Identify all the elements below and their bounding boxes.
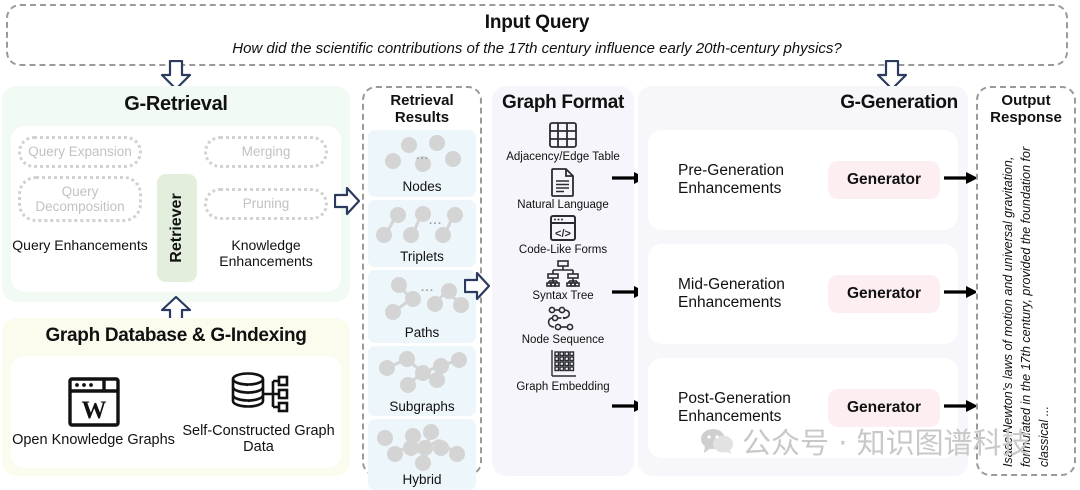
graph-database-inner: W Open Knowledge Graphs xyxy=(11,356,341,468)
mid-generation-label: Mid-Generation Enhancements xyxy=(678,275,785,311)
generator-badge-pre[interactable]: Generator xyxy=(828,161,940,199)
graph-database-title: Graph Database & G-Indexing xyxy=(45,325,307,346)
retrieval-result-label: Nodes xyxy=(402,179,442,194)
g-retrieval-panel: G-Retrieval Query Expansion Query Decomp… xyxy=(2,86,350,302)
triplets-graphic: ... xyxy=(376,205,463,243)
format-node-sequence[interactable]: Node Sequence xyxy=(522,305,604,347)
svg-text:</>: </> xyxy=(555,228,571,240)
wikipedia-window-icon: W xyxy=(67,377,120,427)
arrow-down-to-generation-icon xyxy=(876,60,908,90)
self-constructed-graph-data-item[interactable]: Self-Constructed Graph Data xyxy=(176,356,341,468)
format-label: Adjacency/Edge Table xyxy=(506,151,620,163)
format-syntax-tree[interactable]: Syntax Tree xyxy=(532,259,594,303)
retrieval-results-list: ... Nodes xyxy=(368,130,476,490)
format-code-like-forms[interactable]: </> Code-Like Forms xyxy=(519,213,607,257)
open-knowledge-graphs-label: Open Knowledge Graphs xyxy=(12,431,175,448)
arrow-right-to-format-icon xyxy=(464,271,490,301)
knowledge-enhancements-caption: Knowledge Enhancements xyxy=(219,237,313,269)
mid-generation-row[interactable]: Mid-Generation Enhancements Generator xyxy=(648,244,958,344)
pill-query-decomposition[interactable]: Query Decomposition xyxy=(18,176,142,222)
retrieval-result-subgraphs[interactable]: Subgraphs xyxy=(368,345,476,417)
post-generation-row[interactable]: Post-Generation Enhancements Generator xyxy=(648,358,958,458)
retrieval-results-title: Retrieval Results xyxy=(390,92,454,126)
graph-format-panel: Graph Format Adjacency/Edge Table xyxy=(492,86,634,476)
graph-format-title: Graph Format xyxy=(501,92,625,113)
retrieval-result-paths[interactable]: ... Paths xyxy=(368,269,476,343)
g-generation-panel: G-Generation Pre-Generation Enhancements… xyxy=(638,86,968,476)
retriever-box[interactable]: Retriever xyxy=(157,174,197,282)
format-adjacency-edge-table[interactable]: Adjacency/Edge Table xyxy=(506,120,620,164)
input-query-text: How did the scientific contributions of … xyxy=(232,39,842,57)
code-window-icon: </> xyxy=(549,215,576,242)
arrow-down-to-retrieval-icon xyxy=(160,60,192,90)
graph-database-panel: Graph Database & G-Indexing W Open Knowl… xyxy=(2,318,350,476)
format-label: Syntax Tree xyxy=(532,289,594,302)
self-constructed-graph-data-label: Self-Constructed Graph Data xyxy=(182,422,335,455)
output-response-panel: Output Response Isaac Newton’s laws of m… xyxy=(976,86,1076,476)
input-query-title: Input Query xyxy=(484,11,590,33)
arrow-right-to-output-3-icon xyxy=(944,400,978,412)
hybrid-graphic xyxy=(377,424,465,472)
query-enhancements-caption: Query Enhancements xyxy=(12,237,148,253)
retrieval-result-triplets[interactable]: ... Triplets xyxy=(368,199,476,267)
query-enhancements-group: Query Expansion Query Decomposition xyxy=(17,136,143,222)
arrow-right-to-results-icon xyxy=(334,186,360,216)
generator-badge-mid[interactable]: Generator xyxy=(828,275,940,313)
subgraphs-graphic xyxy=(379,350,467,393)
table-icon xyxy=(549,122,577,148)
g-retrieval-inner: Query Expansion Query Decomposition Merg… xyxy=(11,126,341,292)
database-tree-icon xyxy=(231,371,288,413)
retrieval-result-label: Paths xyxy=(404,324,440,340)
arrow-right-to-output-2-icon xyxy=(944,286,978,298)
pill-merging[interactable]: Merging xyxy=(204,136,328,168)
format-label: Node Sequence xyxy=(521,333,605,346)
input-query-box: Input Query How did the scientific contr… xyxy=(6,4,1068,66)
format-graph-embedding[interactable]: Graph Embedding xyxy=(516,348,610,394)
format-natural-language[interactable]: Natural Language xyxy=(517,166,609,212)
retrieval-result-hybrid[interactable]: Hybrid xyxy=(368,419,476,490)
retrieval-result-nodes[interactable]: ... Nodes xyxy=(368,130,476,197)
format-label: Code-Like Forms xyxy=(518,244,608,257)
arrow-right-to-output-1-icon xyxy=(944,172,978,184)
node-sequence-icon xyxy=(547,306,574,330)
svg-text:W: W xyxy=(81,397,106,424)
pre-generation-row[interactable]: Pre-Generation Enhancements Generator xyxy=(648,130,958,230)
retriever-label: Retriever xyxy=(168,193,185,263)
retrieval-result-label: Triplets xyxy=(400,248,444,264)
nodes-graphic: ... xyxy=(385,135,461,172)
retrieval-result-label: Subgraphs xyxy=(389,398,455,414)
graph-format-list: Adjacency/Edge Table Natural Language xyxy=(492,120,634,394)
format-label: Graph Embedding xyxy=(516,381,610,394)
pill-pruning[interactable]: Pruning xyxy=(204,188,328,220)
paths-graphic: ... xyxy=(385,276,469,320)
g-retrieval-title: G-Retrieval xyxy=(124,93,228,115)
pill-query-expansion[interactable]: Query Expansion xyxy=(18,136,142,168)
output-response-text: Isaac Newton’s laws of motion and univer… xyxy=(1000,146,1052,467)
knowledge-enhancements-group: Merging Pruning xyxy=(203,136,329,220)
post-generation-label: Post-Generation Enhancements xyxy=(678,389,791,425)
generator-badge-post[interactable]: Generator xyxy=(828,389,940,427)
format-label: Natural Language xyxy=(517,198,609,211)
output-response-text-wrap: Isaac Newton’s laws of motion and univer… xyxy=(978,134,1074,470)
matrix-grid-icon xyxy=(551,350,576,377)
g-generation-title: G-Generation xyxy=(840,92,958,113)
pre-generation-label: Pre-Generation Enhancements xyxy=(678,161,784,197)
tree-icon xyxy=(546,260,580,287)
open-knowledge-graphs-item[interactable]: W Open Knowledge Graphs xyxy=(11,356,176,468)
output-response-title: Output Response xyxy=(990,92,1062,126)
svg-text:...: ... xyxy=(420,278,433,295)
document-icon xyxy=(551,167,574,197)
svg-text:...: ... xyxy=(415,146,428,163)
svg-text:...: ... xyxy=(428,211,441,228)
